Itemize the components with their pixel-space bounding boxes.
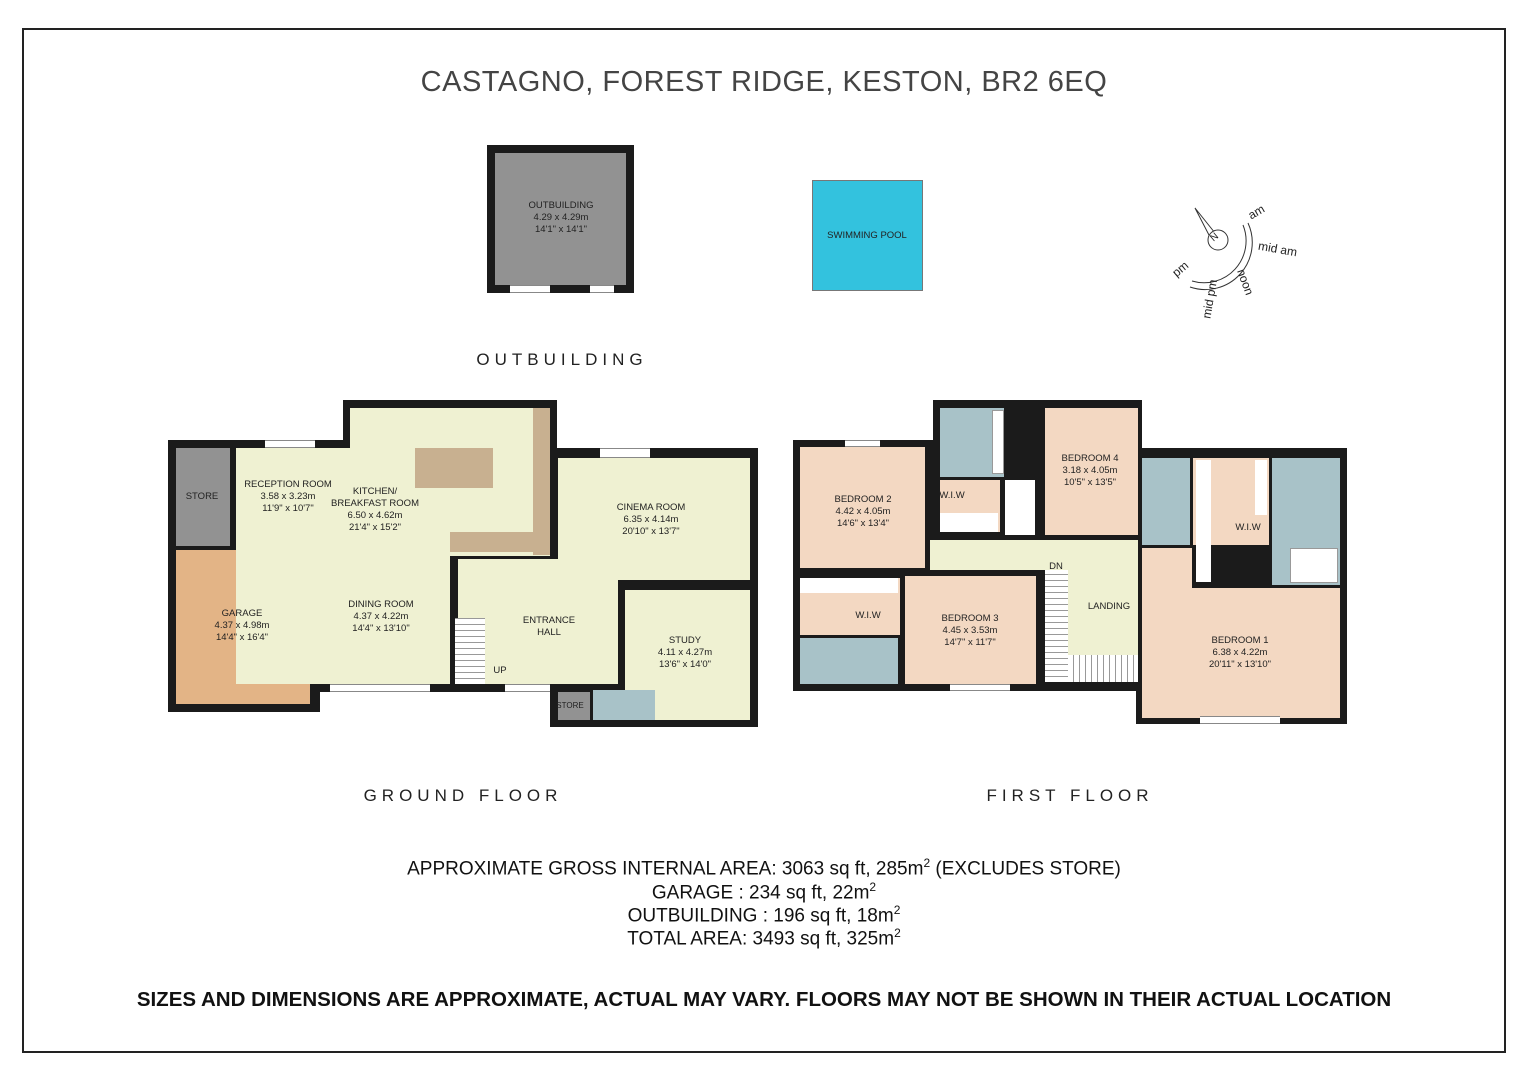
pool-label: SWIMMING POOL bbox=[827, 230, 907, 241]
staircase bbox=[1045, 570, 1068, 682]
wardrobe bbox=[1196, 460, 1211, 582]
small-store-label: STORE bbox=[556, 701, 584, 710]
bedroom-4-room bbox=[1045, 408, 1138, 535]
wardrobe bbox=[1255, 460, 1267, 515]
disclaimer: SIZES AND DIMENSIONS ARE APPROXIMATE, AC… bbox=[136, 988, 1392, 1011]
outbuilding-title: OUTBUILDING bbox=[476, 350, 648, 369]
store-label: STORE bbox=[185, 491, 219, 502]
store-room bbox=[176, 448, 230, 546]
cupboard bbox=[1005, 480, 1035, 535]
kitchen-island bbox=[415, 448, 493, 488]
small-store-room bbox=[558, 692, 590, 720]
bedroom-3-room bbox=[905, 576, 1036, 684]
shower bbox=[1290, 548, 1338, 583]
bedroom-1-room bbox=[1142, 588, 1340, 718]
kitchen-counter bbox=[450, 532, 550, 552]
gross-area: APPROXIMATE GROSS INTERNAL AREA: 3063 sq… bbox=[407, 856, 1121, 880]
wardrobe bbox=[940, 513, 998, 532]
window bbox=[265, 440, 315, 448]
front-door bbox=[505, 684, 550, 692]
stairs-down-label: DN bbox=[1049, 561, 1063, 572]
first-floor-title: FIRST FLOOR bbox=[986, 786, 1154, 805]
outbuilding-room bbox=[495, 153, 626, 285]
bedroom-2-room bbox=[800, 447, 925, 568]
compass-icon bbox=[1189, 207, 1253, 291]
landing-label: LANDING bbox=[1087, 601, 1131, 612]
stairs-up-label: UP bbox=[493, 665, 507, 676]
garage-area: GARAGE : 234 sq ft, 22m2 bbox=[651, 880, 877, 904]
window bbox=[590, 285, 614, 293]
ensuite bbox=[1142, 458, 1190, 545]
ensuite bbox=[800, 638, 898, 684]
french-doors bbox=[600, 448, 650, 458]
window bbox=[1200, 716, 1280, 724]
staircase bbox=[455, 618, 485, 684]
window bbox=[845, 440, 880, 447]
page-frame bbox=[22, 28, 1506, 1053]
kitchen-counter bbox=[533, 408, 550, 555]
staircase bbox=[1068, 655, 1138, 682]
landing-room bbox=[1068, 540, 1138, 655]
outbuilding-door bbox=[510, 285, 550, 293]
wiw-label: W.I.W bbox=[855, 610, 881, 621]
window bbox=[330, 684, 430, 692]
cinema-room bbox=[558, 458, 750, 580]
total-area: TOTAL AREA: 3493 sq ft, 325m2 bbox=[627, 926, 901, 950]
bathtub bbox=[992, 410, 1004, 474]
wardrobe bbox=[800, 578, 898, 593]
page-title: CASTAGNO, FOREST RIDGE, KESTON, BR2 6EQ bbox=[420, 66, 1108, 98]
wc-room bbox=[593, 690, 655, 720]
window bbox=[950, 684, 1010, 691]
ground-floor-title: GROUND FLOOR bbox=[363, 786, 563, 805]
wiw-label: W.I.W bbox=[939, 490, 965, 501]
wiw-label: W.I.W bbox=[1235, 522, 1261, 533]
swimming-pool bbox=[812, 180, 923, 291]
outbuilding-area: OUTBUILDING : 196 sq ft, 18m2 bbox=[627, 903, 901, 927]
